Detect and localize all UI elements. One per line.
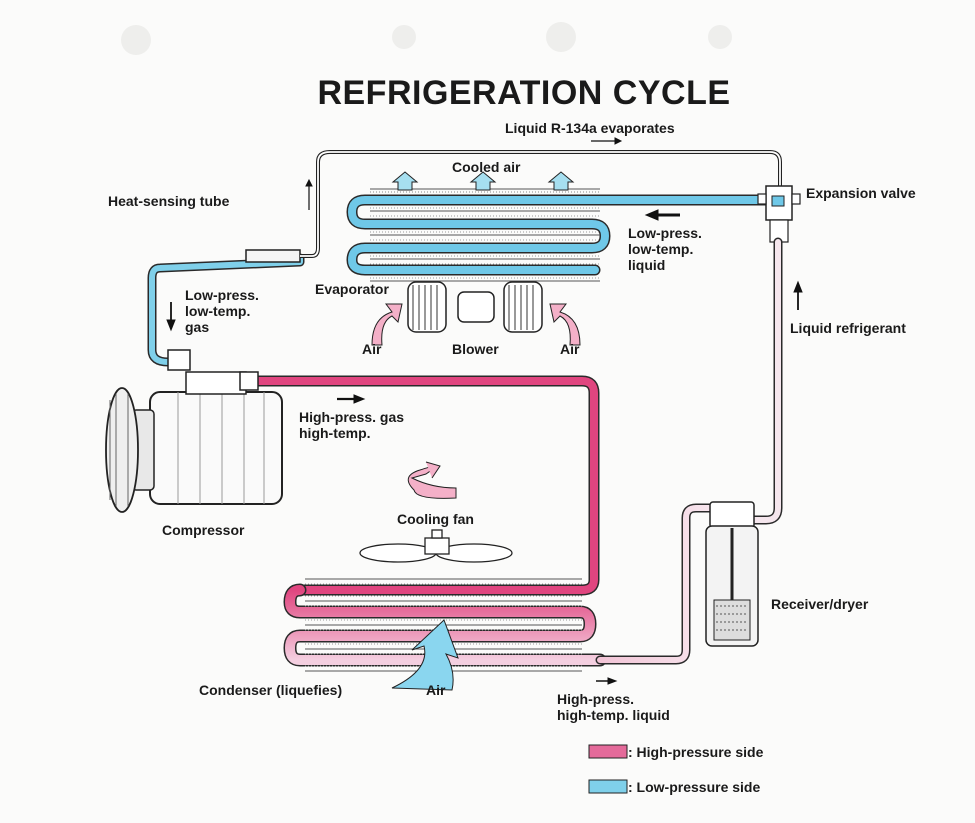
label-low-press-liquid-2: low-temp. [628, 241, 693, 257]
label-high-press-liquid-1: High-press. [557, 691, 634, 707]
label-blower: Blower [452, 341, 499, 357]
blower [407, 281, 543, 333]
high-pressure-lines [249, 237, 783, 672]
legend-label-low: : Low-pressure side [628, 779, 760, 795]
direction-arrows [166, 137, 803, 685]
legend-swatch-low [588, 779, 628, 794]
label-evaporator: Evaporator [315, 281, 389, 297]
label-cooling-fan: Cooling fan [397, 511, 474, 527]
label-liquid-evaporates: Liquid R-134a evaporates [505, 120, 675, 136]
binder-holes [121, 22, 732, 55]
label-air-right: Air [560, 341, 580, 357]
compressor [105, 349, 283, 513]
label-high-press-gas-1: High-press. gas [299, 409, 404, 425]
label-low-press-liquid-3: liquid [628, 257, 665, 273]
label-heat-sensing-tube: Heat-sensing tube [108, 193, 230, 209]
legend-label-high: : High-pressure side [628, 744, 764, 760]
heat-sensing-tube [245, 150, 782, 263]
receiver-dryer [705, 501, 759, 647]
legend: : High-pressure side : Low-pressure side [588, 744, 764, 795]
expansion-valve [757, 185, 801, 243]
label-compressor: Compressor [162, 522, 245, 538]
low-pressure-lines [147, 188, 786, 367]
label-low-press-liquid-1: Low-press. [628, 225, 702, 241]
legend-swatch-high [588, 744, 628, 759]
label-liquid-refrigerant: Liquid refrigerant [790, 320, 906, 336]
label-air-condenser: Air [426, 682, 446, 698]
labels: Liquid R-134a evaporates Cooled air Heat… [108, 120, 916, 723]
label-high-press-gas-2: high-temp. [299, 425, 371, 441]
cooled-air-arrows [391, 171, 575, 191]
label-low-press-gas-3: gas [185, 319, 209, 335]
page-title: REFRIGERATION CYCLE [317, 74, 730, 112]
label-air-left: Air [362, 341, 382, 357]
label-receiver-dryer: Receiver/dryer [771, 596, 869, 612]
label-cooled-air: Cooled air [452, 159, 521, 175]
label-low-press-gas-1: Low-press. [185, 287, 259, 303]
label-expansion-valve: Expansion valve [806, 185, 916, 201]
cooling-fan [359, 529, 513, 563]
label-high-press-liquid-2: high-temp. liquid [557, 707, 670, 723]
label-low-press-gas-2: low-temp. [185, 303, 250, 319]
air-flow-arrows [371, 303, 581, 691]
label-condenser: Condenser (liquefies) [199, 682, 342, 698]
